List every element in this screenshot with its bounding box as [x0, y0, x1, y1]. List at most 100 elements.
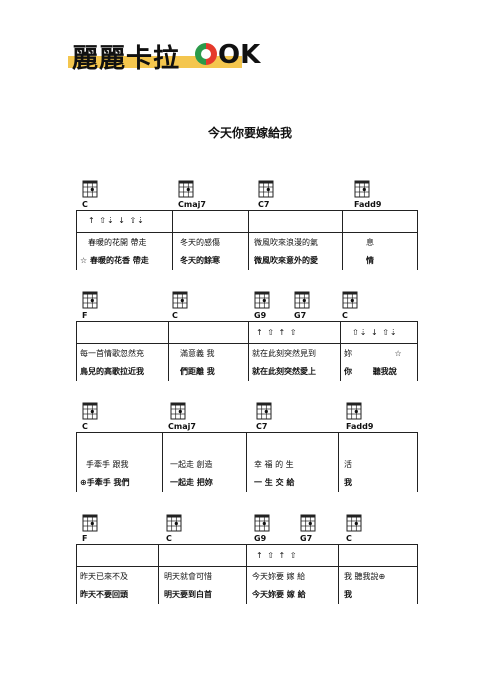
bar-line: [76, 321, 77, 381]
chord-section: C Cmaj7 C7 Fadd9 手牽手 跟我 一起走 創造 幸 福 的 生 活…: [76, 402, 418, 502]
lyric-line-bold: 情: [366, 256, 374, 265]
chord-diagram-icon: [82, 180, 98, 198]
staff-line: [76, 343, 418, 344]
strum-pattern: ⇧⇣ ↓ ⇧⇣: [352, 328, 398, 337]
chord-diagram-icon: [342, 291, 358, 309]
song-title: 今天你要嫁給我: [207, 126, 292, 140]
lyric-line-bold: 一 生 交 給: [254, 478, 295, 487]
bar-line: [338, 432, 339, 492]
chord-diagram-icon: [256, 402, 272, 420]
lyric-line-bold: 一起走 把妳: [170, 478, 213, 487]
chord-name: F: [82, 534, 88, 543]
lyric-line: 微風吹來浪漫的氣: [254, 238, 318, 247]
strum-pattern: ↑ ⇧⇣ ↓ ⇧⇣: [88, 216, 145, 225]
chord-diagram-icon: [172, 291, 188, 309]
lyric-line: 春暖的花開 帶走: [88, 238, 147, 247]
bar-line: [168, 321, 169, 381]
chord-diagram-icon: [346, 514, 362, 532]
chord-diagram-icon: [254, 514, 270, 532]
bar-line: [162, 432, 163, 492]
chord-name: Cmaj7: [168, 422, 196, 431]
bar-line: [76, 432, 77, 492]
chord-diagram-icon: [354, 180, 370, 198]
bar-line: [76, 210, 77, 270]
chord-name: C: [346, 534, 352, 543]
lyric-line: 明天就會可惜: [164, 572, 212, 581]
brand-name: 麗麗卡拉: [72, 44, 181, 74]
chord-diagram-icon: [82, 514, 98, 532]
lyric-line: 滿意義 我: [180, 349, 215, 358]
lyric-line-bold: 明天要到白首: [164, 590, 212, 599]
chord-section: F C G9 G7 C ↑ ⇧ ↑ ⇧ ⇧⇣ ↓ ⇧⇣ 每一首情歌忽然充 滿意義…: [76, 291, 418, 391]
chord-diagram-icon: [346, 402, 362, 420]
lyric-line: 一起走 創造: [170, 460, 213, 469]
staff-line: [76, 232, 418, 233]
bar-line: [338, 544, 339, 604]
lyric-line-bold: 就在此刻突然愛上: [252, 367, 316, 376]
bar-line: [342, 210, 343, 270]
chord-name: C: [82, 200, 88, 209]
brand-ok: OK: [218, 40, 261, 70]
lyric-line: 冬天的感傷: [180, 238, 220, 247]
chord-name: G9: [254, 534, 267, 543]
chord-diagram-icon: [178, 180, 194, 198]
lyric-line: 我 聽我說⊕: [344, 572, 386, 581]
bar-line: [417, 321, 418, 381]
logo-o-ring-icon: [195, 43, 217, 65]
brand-logo: 麗麗卡拉 OK: [68, 38, 260, 74]
chord-name: C: [82, 422, 88, 431]
bar-line: [340, 321, 341, 381]
chord-name: F: [82, 311, 88, 320]
lyric-line-bold: 我: [344, 590, 352, 599]
chord-name: G9: [254, 311, 267, 320]
bar-line: [417, 544, 418, 604]
bar-line: [172, 210, 173, 270]
chord-name: C: [166, 534, 172, 543]
chord-name: G7: [294, 311, 307, 320]
lyric-line-bold: 微風吹來意外的愛: [254, 256, 318, 265]
chord-diagram-icon: [258, 180, 274, 198]
bar-line: [248, 210, 249, 270]
chord-diagram-icon: [300, 514, 316, 532]
chord-diagram-icon: [254, 291, 270, 309]
bar-line: [76, 544, 77, 604]
lyric-line-bold: ☆ 春暖的花香 帶走: [80, 256, 149, 265]
strum-pattern: ↑ ⇧ ↑ ⇧: [256, 328, 298, 337]
lyric-line: 手牽手 跟我: [86, 460, 129, 469]
lyric-line: 就在此刻突然見到: [252, 349, 316, 358]
bar-line: [417, 210, 418, 270]
staff-line: [76, 432, 418, 433]
bar-line: [248, 321, 249, 381]
bar-line: [158, 544, 159, 604]
staff-line: [76, 544, 418, 545]
chord-section: C Cmaj7 C7 Fadd9 ↑ ⇧⇣ ↓ ⇧⇣ 春暖的花開 帶走 冬天的感…: [76, 180, 418, 280]
chord-section: F C G9 G7 C ↑ ⇧ ↑ ⇧ 昨天已來不及 明天就會可惜 今天妳要 嫁…: [76, 514, 418, 614]
staff-line: [76, 321, 418, 322]
chord-name: G7: [300, 534, 313, 543]
bar-line: [246, 544, 247, 604]
chord-diagram-icon: [82, 402, 98, 420]
staff-line: [76, 566, 418, 567]
lyric-line-bold: 今天妳要 嫁 給: [252, 590, 306, 599]
chord-diagram-icon: [82, 291, 98, 309]
chord-diagram-icon: [170, 402, 186, 420]
lyric-line-bold: 們距離 我: [180, 367, 215, 376]
chord-name: C7: [258, 200, 270, 209]
lyric-line: 妳 ☆: [344, 349, 402, 358]
lyric-line-bold: 鳥兒的高歌拉近我: [80, 367, 144, 376]
lyric-line-bold: 你 聽我說: [344, 367, 397, 376]
lyric-line-bold: 我: [344, 478, 352, 487]
chord-name: C7: [256, 422, 268, 431]
lyric-line-bold: ⊕手牽手 我們: [80, 478, 130, 487]
staff-line: [76, 210, 418, 211]
chord-name: Fadd9: [346, 422, 374, 431]
bar-line: [246, 432, 247, 492]
lyric-line-bold: 冬天的餘寒: [180, 256, 220, 265]
lyric-line: 息: [366, 238, 374, 247]
chord-name: C: [342, 311, 348, 320]
bar-line: [417, 432, 418, 492]
chord-diagram-icon: [294, 291, 310, 309]
strum-pattern: ↑ ⇧ ↑ ⇧: [256, 551, 298, 560]
lyric-line: 今天妳要 嫁 給: [252, 572, 306, 581]
lyric-line: 幸 福 的 生: [254, 460, 294, 469]
